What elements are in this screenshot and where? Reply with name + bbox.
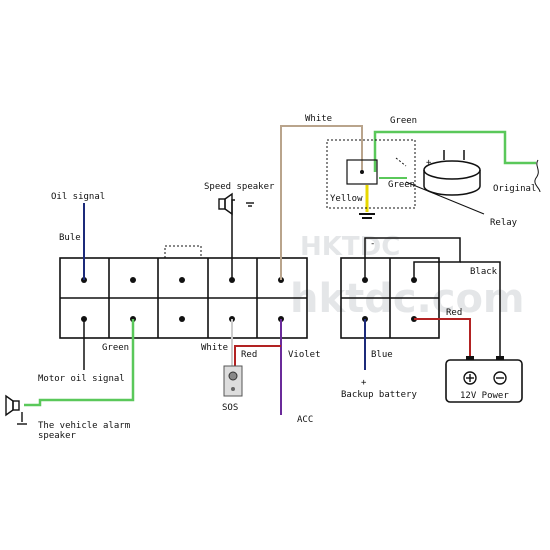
main-connector — [59, 257, 308, 339]
power-connector — [340, 257, 440, 339]
relay-contact — [360, 170, 364, 174]
label-white-bottom: White — [201, 343, 228, 353]
speed-speaker-icon — [218, 192, 254, 216]
label-blue: Blue — [371, 350, 393, 360]
relay-ground-icon — [359, 213, 375, 219]
connector-latch — [164, 245, 202, 259]
sos-button-icon — [223, 365, 243, 397]
label-green-relay: Green — [388, 180, 415, 190]
label-green-top: Green — [390, 116, 417, 126]
label-red-sos: Red — [241, 350, 257, 360]
watermark-bottom: hktdc.com — [290, 276, 525, 322]
label-green-bottom: Green — [102, 343, 129, 353]
power-minus-marker: - — [370, 239, 375, 249]
wire-break-icon — [534, 159, 541, 193]
label-speed-speaker: Speed speaker — [204, 182, 275, 192]
relay-box — [326, 139, 416, 209]
alarm-speaker-icon — [5, 394, 27, 425]
black-wire-top — [364, 237, 461, 280]
red-sos-wire — [234, 345, 281, 372]
label-vehicle-alarm-line1: The vehicle alarm — [38, 421, 130, 431]
relay-pointer — [405, 181, 485, 215]
original-minus-sign: - — [466, 158, 471, 168]
relay-switch — [395, 157, 407, 167]
label-white-top: White — [305, 114, 332, 124]
white-wire — [280, 125, 363, 280]
label-black: Black — [470, 267, 498, 277]
pin-8 — [179, 316, 185, 322]
relay-coil — [346, 159, 378, 185]
power-minus-icon — [493, 371, 507, 385]
label-red-right: Red — [446, 308, 462, 318]
pin-2 — [130, 277, 136, 283]
label-motor-oil-signal: Motor oil signal — [38, 374, 125, 384]
label-bule: Bule — [59, 233, 81, 243]
original-device-icon — [423, 150, 481, 196]
pin-3 — [179, 277, 185, 283]
power-plus-icon — [463, 371, 477, 385]
red-wire-to-power — [414, 318, 471, 360]
label-sos: SOS — [222, 403, 238, 413]
label-vehicle-alarm-line2: speaker — [38, 431, 77, 441]
label-yellow: Yellow — [330, 194, 363, 204]
label-backup-battery: Backup battery — [341, 390, 417, 400]
black-wire-to-power — [460, 261, 501, 360]
power-12v-box — [445, 356, 523, 403]
label-12v-power: 12V Power — [460, 391, 509, 401]
backup-plus-marker: + — [361, 378, 367, 388]
alarm-speaker-green-wire — [24, 319, 135, 407]
label-original: Original — [493, 184, 536, 194]
label-acc: ACC — [297, 415, 313, 425]
green-relay-wire — [373, 130, 536, 172]
label-oil-signal: Oil signal — [51, 192, 105, 202]
label-violet: Violet — [288, 350, 321, 360]
main-connector-pins — [81, 277, 284, 322]
original-plus-sign: + — [426, 158, 432, 168]
label-relay: Relay — [490, 218, 518, 228]
watermark-top: HKTDC — [300, 232, 400, 262]
